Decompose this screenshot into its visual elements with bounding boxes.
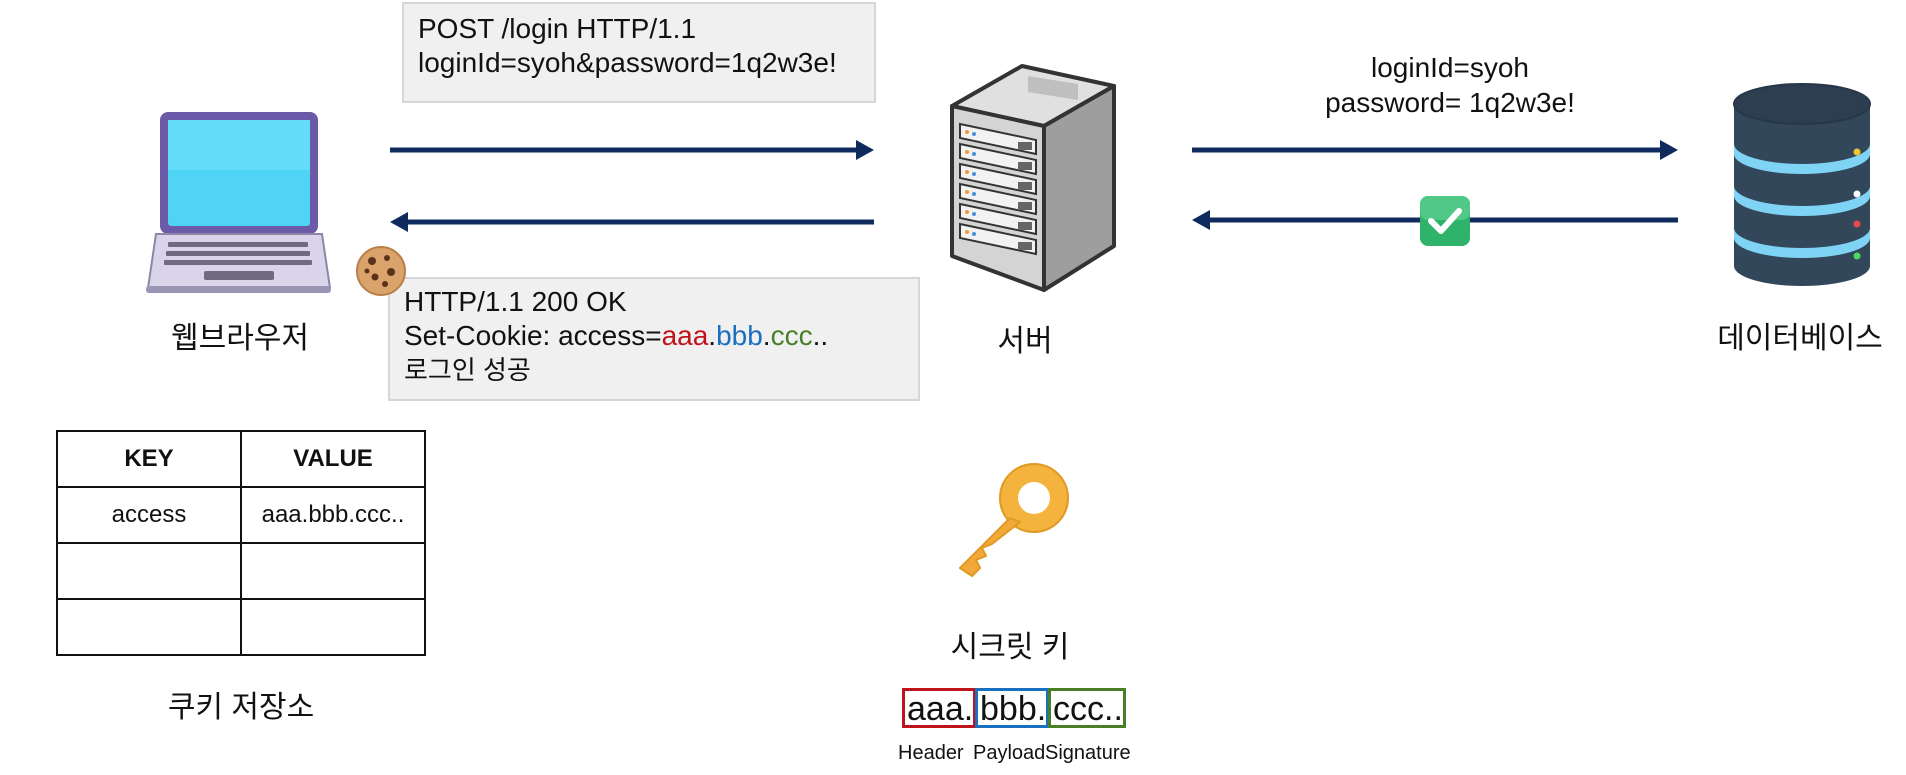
request-message-box: POST /login HTTP/1.1 loginId=syoh&passwo… — [402, 2, 876, 103]
table-cell-value — [240, 598, 426, 656]
arrow-db-query — [1192, 140, 1678, 160]
cookie-part-signature: ccc — [770, 320, 813, 351]
arrow-request — [390, 140, 874, 160]
table-row: access aaa.bbb.ccc.. — [56, 486, 426, 544]
arrow-response — [390, 212, 874, 232]
cookie-suffix: .. — [812, 320, 829, 351]
table-cell-key — [56, 542, 242, 600]
jwt-signature-label: Signature — [1045, 742, 1131, 764]
browser-label: 웹브라우저 — [171, 322, 309, 355]
request-line1: POST /login HTTP/1.1 — [418, 13, 697, 44]
jwt-header-label: Header — [898, 742, 964, 764]
response-status-line: HTTP/1.1 200 OK — [404, 286, 627, 317]
table-cell-value: aaa.bbb.ccc.. — [240, 486, 426, 544]
db-query-line2: password= 1q2w3e! — [1325, 87, 1575, 118]
database-icon — [1733, 83, 1871, 286]
request-line2: loginId=syoh&password=1q2w3e! — [418, 47, 837, 78]
cookie-store-table: KEY VALUE access aaa.bbb.ccc.. — [56, 430, 426, 656]
cookie-dot-1: . — [708, 320, 717, 351]
table-cell-value — [240, 542, 426, 600]
table-cell-key — [56, 598, 242, 656]
key-icon — [959, 463, 1069, 577]
laptop-icon — [146, 112, 331, 293]
table-cell-key: access — [56, 486, 242, 544]
jwt-header-part: aaa. — [902, 688, 976, 728]
check-icon — [1420, 196, 1470, 246]
response-set-cookie: Set-Cookie: access=aaa.bbb.ccc.. — [404, 319, 904, 353]
table-row — [56, 542, 426, 600]
secret-key-label: 시크릿 키 — [950, 631, 1070, 664]
jwt-payload-part: bbb. — [975, 688, 1049, 728]
cookie-part-header: aaa — [661, 320, 709, 351]
table-header-row: KEY VALUE — [56, 430, 426, 488]
cookie-icon — [356, 246, 406, 296]
jwt-payload-label: Payload — [973, 742, 1046, 764]
server-label: 서버 — [997, 325, 1053, 358]
table-row — [56, 598, 426, 656]
cookie-part-payload: bbb — [716, 320, 763, 351]
set-cookie-prefix: Set-Cookie: access= — [404, 320, 662, 351]
jwt-signature-part: ccc.. — [1048, 688, 1126, 728]
server-icon — [950, 64, 1116, 292]
db-query-text: loginId=syoh password= 1q2w3e! — [1290, 50, 1610, 120]
response-login-success: 로그인 성공 — [404, 355, 531, 385]
db-query-line1: loginId=syoh — [1370, 52, 1529, 83]
response-message-box: HTTP/1.1 200 OK Set-Cookie: access=aaa.b… — [388, 277, 920, 401]
cookie-dot-2: . — [762, 320, 771, 351]
column-header-value: VALUE — [240, 430, 426, 488]
database-label: 데이터베이스 — [1717, 322, 1883, 355]
cookie-store-label: 쿠키 저장소 — [167, 691, 315, 724]
column-header-key: KEY — [56, 430, 242, 488]
